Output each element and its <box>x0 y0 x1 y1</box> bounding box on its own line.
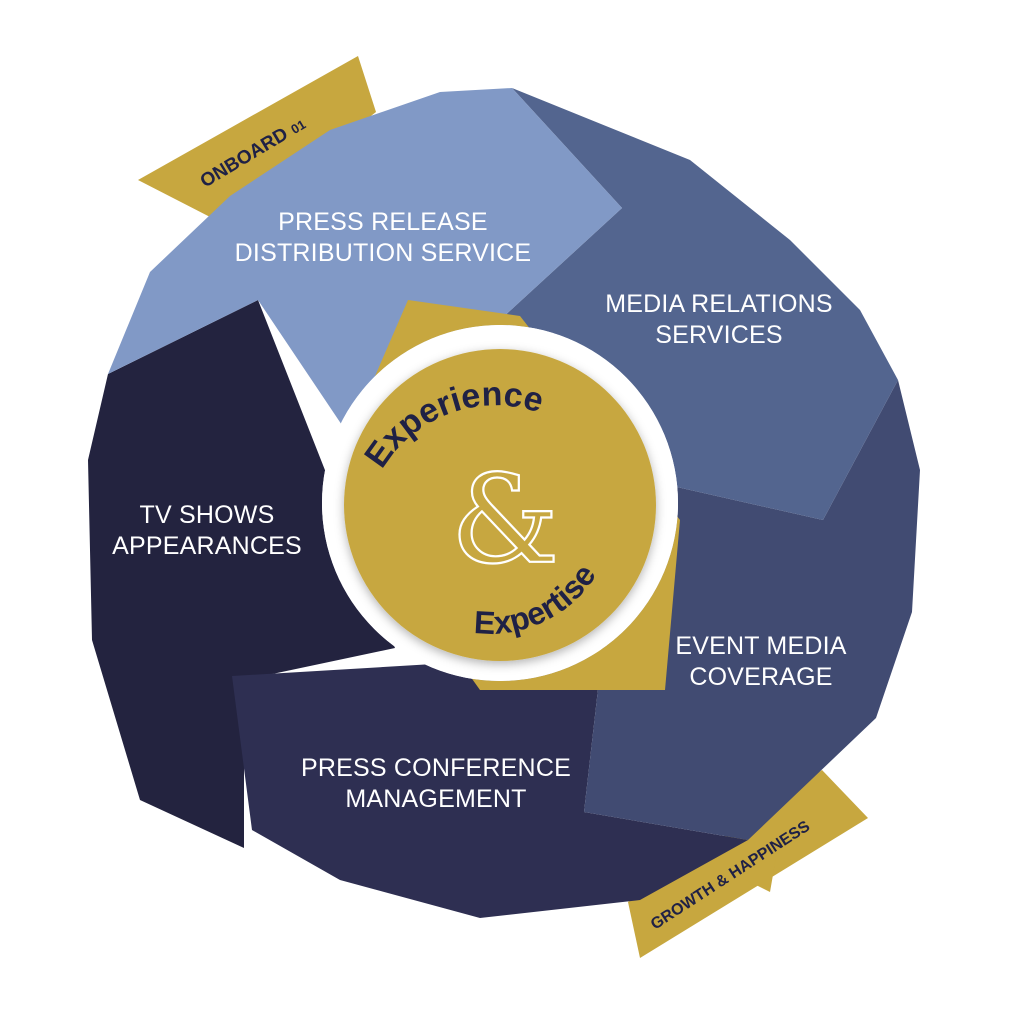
tv-shows-label: TV SHOWS APPEARANCES <box>112 501 302 560</box>
segment-press-conference <box>232 654 748 918</box>
growth-banner <box>628 770 868 958</box>
media-relations-label: MEDIA RELATIONS SERVICES <box>605 290 833 349</box>
growth-banner-pointer <box>730 846 778 892</box>
event-media-label: EVENT MEDIA COVERAGE <box>675 632 847 691</box>
onboard-banner-shape <box>138 56 376 218</box>
center-disk <box>344 349 656 661</box>
segment-press-release <box>108 88 622 452</box>
press-conference-label: PRESS CONFERENCE MANAGEMENT <box>301 754 571 813</box>
center-ampersand: & <box>451 449 560 591</box>
press-release-label: PRESS RELEASE DISTRIBUTION SERVICE <box>234 208 532 267</box>
segment-tv-shows <box>88 300 395 848</box>
